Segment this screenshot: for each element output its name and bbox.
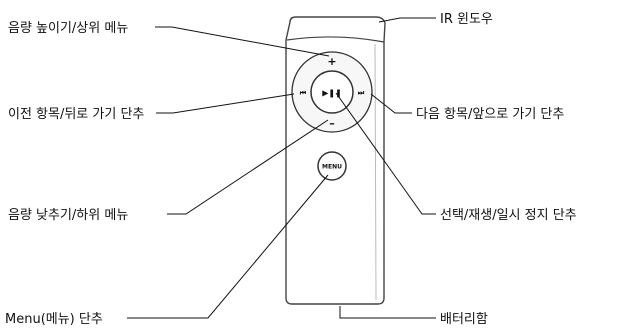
menu-button-label: MENU [322,164,342,171]
leader-volume-up [155,26,330,57]
leader-ir-window [378,17,436,23]
label-battery: 배터리함 [440,312,488,327]
remote-control: + – ⏮ ⏭ ▶❚❚ MENU [285,16,386,305]
next-button[interactable]: ⏭ [358,89,365,97]
label-volume-down: 음량 낮추기/하위 메뉴 [8,208,128,223]
label-menu: Menu(메뉴) 단추 [5,312,103,327]
volume-up-button[interactable]: + [327,55,336,68]
leader-lines [127,17,436,319]
callout-labels: 음량 높이기/상위 메뉴 IR 윈도우 이전 항목/뒤로 가기 단추 다음 항목… [5,12,577,327]
leader-battery [339,306,436,319]
remote-body-edge [374,43,377,301]
menu-button[interactable] [317,151,347,181]
play-pause-button-label: ▶❚❚ [322,89,342,98]
previous-button[interactable]: ⏮ [300,89,307,97]
label-previous: 이전 항목/뒤로 가기 단추 [8,107,144,122]
label-next: 다음 항목/앞으로 가기 단추 [416,107,564,122]
volume-down-button[interactable]: – [329,117,335,130]
leader-menu [127,174,329,319]
label-ir-window: IR 윈도우 [440,12,493,27]
label-play-pause: 선택/재생/일시 정지 단추 [440,208,577,223]
leader-next [370,93,412,114]
remote-ir-window [286,36,385,43]
label-volume-up: 음량 높이기/상위 메뉴 [8,21,128,36]
leader-previous [156,93,295,114]
leader-play-pause [335,92,436,215]
leader-volume-down [167,119,329,215]
